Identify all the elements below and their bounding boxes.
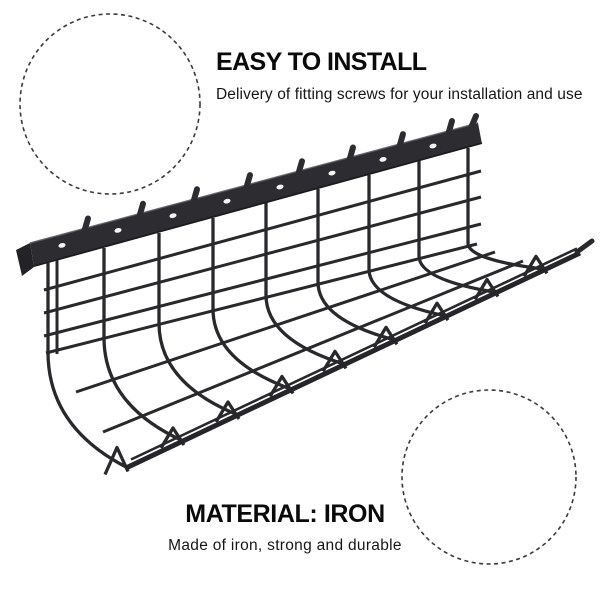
screw-hole: [429, 143, 437, 149]
material-description: Made of iron, strong and durable: [168, 537, 402, 554]
screw-hole: [114, 228, 122, 233]
back-wall-horizontal-wires: [43, 169, 482, 355]
cable-tray-product: [16, 113, 595, 476]
screw-holes: [58, 143, 437, 248]
install-section: EASY TO INSTALL Delivery of fitting scre…: [216, 48, 596, 104]
floor-wires: [75, 250, 524, 434]
install-description: Delivery of fitting screws for your inst…: [216, 86, 583, 103]
front-rail-end-hook: [574, 238, 595, 255]
mounting-rail: [16, 113, 483, 276]
screw-hole: [169, 213, 177, 219]
screw-hole: [328, 170, 336, 176]
install-heading: EASY TO INSTALL: [216, 48, 427, 76]
inset-dashed-border: [401, 389, 577, 565]
mounting-tabs: [81, 113, 479, 236]
inset-bracket-closeup: [19, 13, 201, 195]
front-rail: [124, 238, 595, 471]
screw-hole: [58, 243, 66, 248]
inset-wire-closeup: [401, 389, 577, 565]
inset-dashed-border: [19, 13, 201, 195]
material-heading: MATERIAL: IRON: [185, 500, 385, 528]
rail-left-flap: [16, 243, 34, 276]
screw-hole: [379, 157, 387, 162]
screw-hole: [223, 198, 231, 204]
material-section: MATERIAL: IRON Made of iron, strong and …: [168, 500, 402, 555]
screw-hole: [276, 184, 284, 190]
